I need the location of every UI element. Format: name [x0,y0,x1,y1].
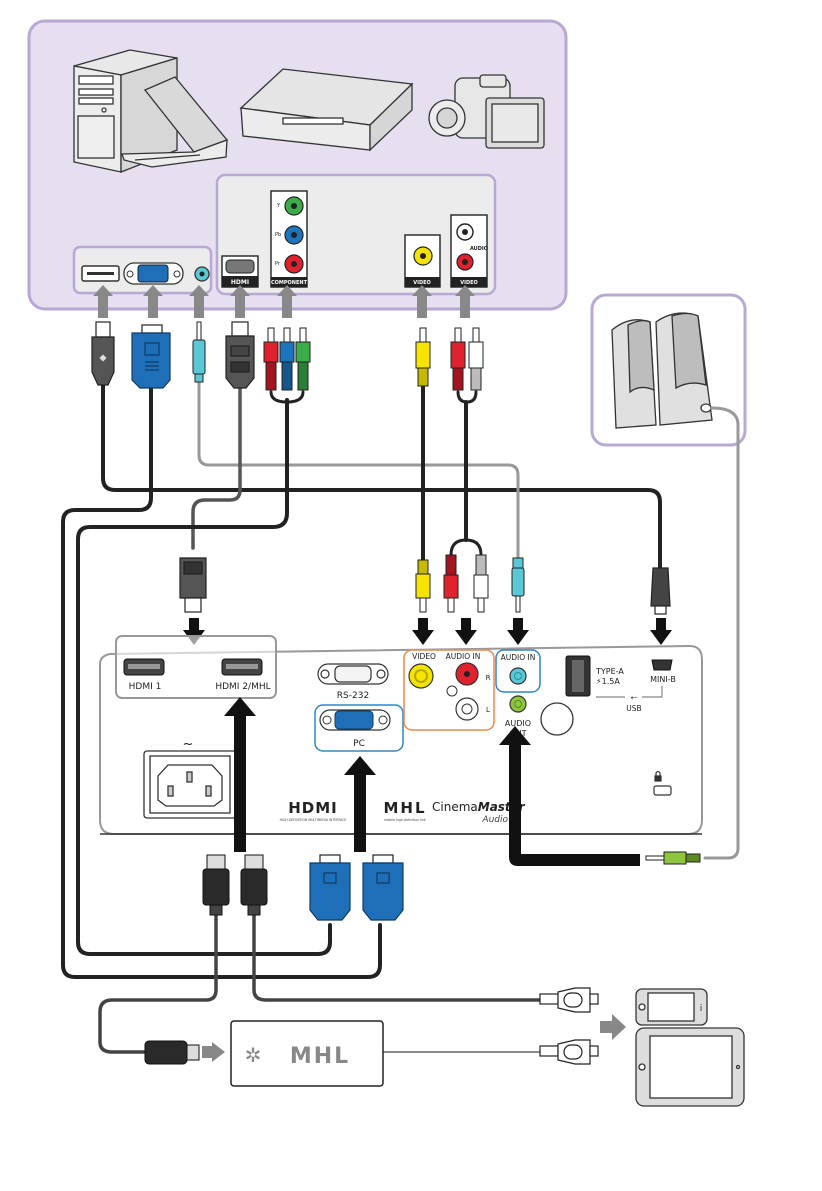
vga-connector-icon [132,325,170,388]
audio-in-group: AUDIO IN [496,650,540,692]
micro-usb-connector-icon [540,1040,598,1064]
mini-b-label: MINI-B [650,675,676,684]
tablet-icon [636,1028,744,1106]
audio-jack-connector-icon [193,322,205,382]
source-audio-label: AUDIO [470,246,488,252]
mhl-hdmi-cable [100,915,216,1052]
arrow-down-icon [455,618,477,645]
hdmi2-port-icon [222,659,262,675]
pc-label: PC [353,739,365,749]
component-label: COMPONENT [271,280,308,286]
smartphone-icon: i [636,989,707,1025]
svg-text:i: i [700,1004,703,1014]
speaker-audio-jack-icon [646,852,700,864]
pc-port-group: PC [315,705,403,751]
rca-audio-connectors-icon [451,328,483,390]
type-a-label: TYPE-A [595,667,624,676]
component-pb-label: Pb [275,232,281,238]
hdmi-ports-group: HDMI 1 HDMI 2/MHL [116,636,276,698]
av-in-group: VIDEO AUDIO IN R L [404,650,494,730]
mhl-adapter-logo-icon: ✲ [245,1043,262,1067]
hdmi-mhl-connectors-icon [203,855,267,915]
video-in-label: VIDEO [412,652,436,661]
svg-text:MHL: MHL [383,799,426,817]
svg-text:HDMI: HDMI [288,799,338,817]
usb-icon: ⭠ [630,693,637,703]
arrow-right-icon [600,1014,626,1040]
power-socket-icon [144,751,236,818]
arrow-right-icon [202,1042,225,1062]
type-a-current-label: ⚡1.5A [596,677,620,686]
rs232-label: RS-232 [337,691,369,701]
speakers-icon [612,313,712,428]
power-symbol: ~ [183,737,194,752]
audio-jack-connector-icon [512,558,524,612]
hdmi-connector-icon [180,558,206,612]
audio-in-l-label: L [486,706,490,714]
video-in-port-icon [409,664,433,688]
source-av-video-label: VIDEO [460,280,478,286]
rca-video-connector-icon [416,560,430,612]
audio-in-rca-label: AUDIO IN [446,652,481,661]
speakers-panel [592,295,745,445]
speaker-cable [705,408,738,858]
source-arrows [93,285,475,318]
hdmi-logo: HDMI HIGH-DEFINITION MULTIMEDIA INTERFAC… [280,799,347,822]
audio-cable [199,380,518,560]
mini-usb-connector-icon [651,568,670,614]
arrow-down-icon [507,618,529,645]
mhl-adapter: ✲ MHL [231,1021,383,1086]
rca-audio-connectors-icon [444,555,488,612]
usb-type-a-port-icon [566,656,590,696]
vga-port-icon [335,711,373,729]
svg-text:HIGH-DEFINITION MULTIMEDIA INT: HIGH-DEFINITION MULTIMEDIA INTERFACE [280,818,347,822]
hdmi2-mhl-label: HDMI 2/MHL [215,682,270,692]
mhl-micro-usb-cable [254,915,540,1000]
audio-in-port-icon [510,668,526,684]
rca-video-connector-icon [416,328,430,386]
hdmi1-port-icon [124,659,164,675]
arrow-down-icon [650,618,672,645]
audio-out-label-line1: AUDIO [505,719,531,728]
audio-in-r-label: R [486,674,491,682]
component-connectors-icon [264,328,310,390]
audio-out-port-icon [510,696,526,712]
micro-usb-connector-icon [540,988,598,1012]
svg-text:⯁: ⯁ [99,354,107,365]
usb-mini-b-port-icon [652,660,672,670]
round-port-icon [541,703,573,735]
usb-label: USB [626,704,641,713]
rs232-port-icon [318,664,388,684]
usb-connector-icon: ⯁ [92,322,114,385]
mhl-hdmi-plug-icon [145,1041,199,1064]
svg-text:Audio: Audio [481,815,508,825]
mhl-adapter-logo: MHL [290,1044,350,1069]
vga-connectors-icon [310,855,403,920]
hdmi1-label: HDMI 1 [129,682,162,692]
hdmi-connector-icon [226,322,254,388]
arrow-down-icon [412,618,434,645]
source-hdmi-label: HDMI [231,279,249,286]
audio-in-l-port-icon [456,698,478,720]
computer-ports-group [74,247,211,293]
svg-text:mobile high-definition link: mobile high-definition link [384,818,426,822]
av-ports-group: HDMI Y Pb Pr COMPONENT VIDEO AUDIO VIDEO [217,175,495,294]
usb-cable [103,385,660,568]
mhl-logo: MHL mobile high-definition link [383,799,426,822]
audio-in-label: AUDIO IN [501,653,536,662]
